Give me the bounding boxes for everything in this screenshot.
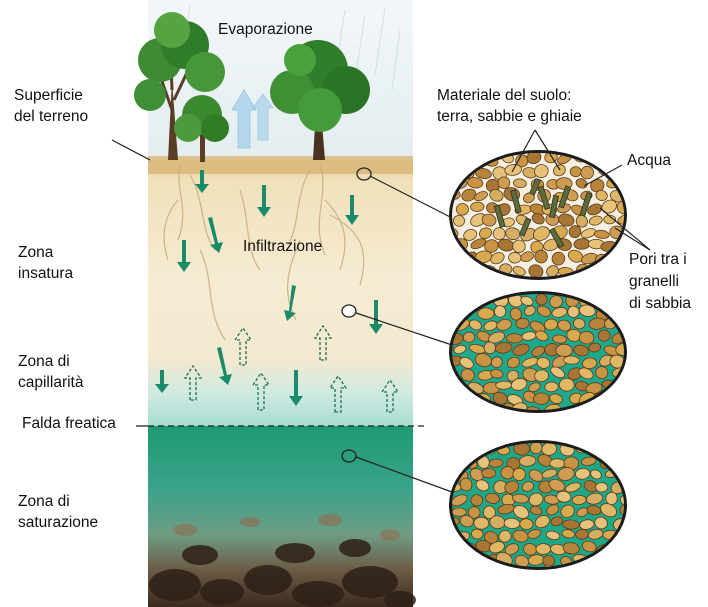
label-pores-line1: Pori tra i: [629, 250, 687, 270]
unsaturated-soil-layer: [148, 160, 413, 426]
label-capillary-zone-line1: Zona di: [18, 352, 70, 372]
topsoil-band: [148, 156, 413, 174]
label-unsaturated-zone-line1: Zona: [18, 243, 53, 263]
label-water-table: Falda freatica: [22, 414, 116, 434]
label-unsaturated-zone-line2: insatura: [18, 264, 73, 284]
label-saturation-zone-line2: saturazione: [18, 513, 98, 533]
sample-marker-middle: [342, 305, 356, 317]
label-saturation-zone-line1: Zona di: [18, 492, 70, 512]
label-water: Acqua: [627, 151, 671, 171]
label-ground-surface-line1: Superficie: [14, 86, 83, 106]
label-capillary-zone-line2: capillarità: [18, 373, 83, 393]
label-evaporation: Evaporazione: [218, 20, 313, 40]
label-soil-material-line2: terra, sabbie e ghiaie: [437, 107, 582, 127]
label-pores-line3: di sabbia: [629, 294, 691, 314]
label-soil-material-line1: Materiale del suolo:: [437, 86, 571, 106]
label-infiltration: Infiltrazione: [243, 237, 322, 257]
label-ground-surface-line2: del terreno: [14, 107, 88, 127]
label-pores-line2: granelli: [629, 272, 679, 292]
